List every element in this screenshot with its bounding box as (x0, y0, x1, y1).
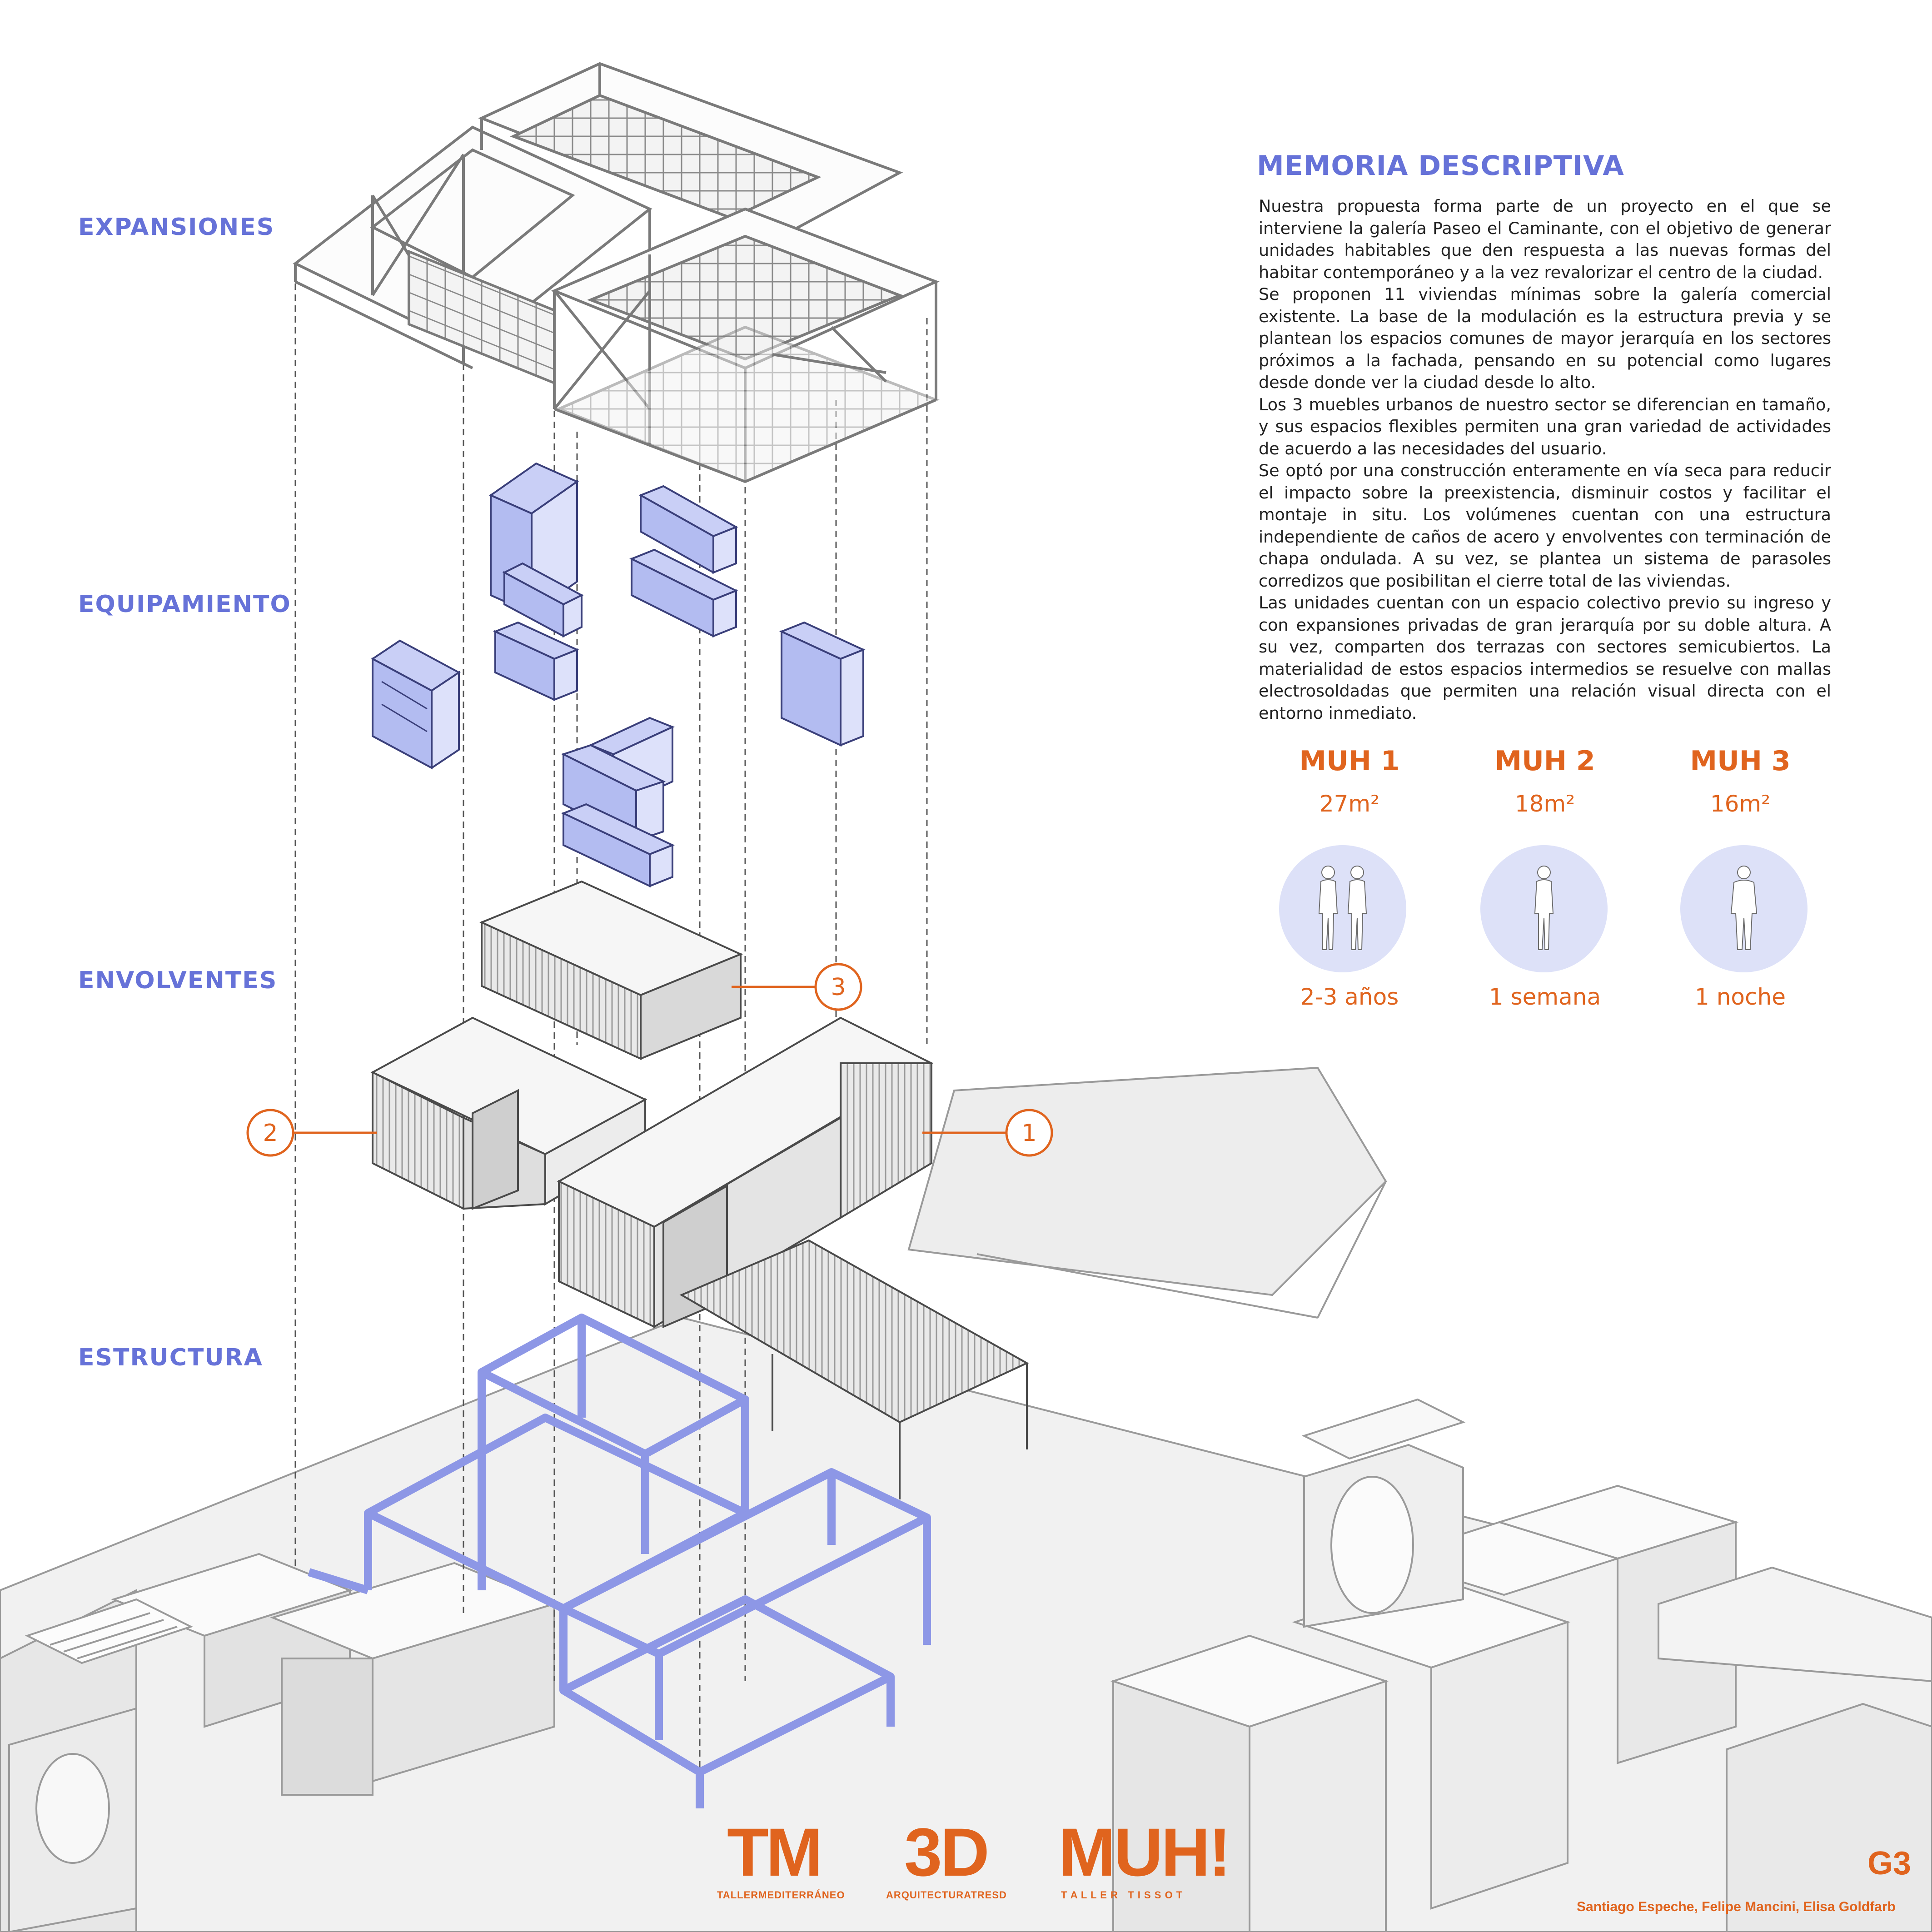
memoria-body: Nuestra propuesta forma parte de un proy… (1259, 195, 1831, 724)
two-persons-icon (1318, 866, 1367, 950)
unit-duration: 2-3 años (1300, 984, 1399, 1010)
credits: Santiago Espeche, Felipe Mancini, Elisa … (1577, 1899, 1896, 1914)
memoria-title: MEMORIA DESCRIPTIVA (1257, 150, 1624, 182)
logo-3d-subtitle: ARQUITECTURATRESD (886, 1889, 1007, 1901)
unit-title: MUH 3 (1690, 745, 1791, 777)
unit-people-circle (1279, 845, 1406, 972)
callout-1-number: 1 (1021, 1120, 1036, 1147)
unit-title: MUH 1 (1299, 745, 1400, 777)
logo-tm: TM (727, 1814, 823, 1890)
label-equipamiento: EQUIPAMIENTO (78, 591, 291, 618)
existing-gallery-building (0, 1066, 1932, 1932)
callout-3: 3 (732, 963, 862, 1011)
label-expansiones: EXPANSIONES (78, 214, 275, 241)
callout-3-number: 3 (831, 974, 846, 1001)
memoria-paragraph: Las unidades cuentan con un espacio cole… (1259, 593, 1831, 723)
label-envolventes: ENVOLVENTES (78, 967, 278, 994)
logo-muh: MUH! (1059, 1814, 1231, 1890)
logo-muh-subtitle: T A L L E R T I S S O T (1061, 1889, 1183, 1901)
person-icon (1534, 866, 1554, 950)
memoria-paragraph: Los 3 muebles urbanos de nuestro sector … (1259, 394, 1831, 458)
label-estructura: ESTRUCTURA (78, 1344, 263, 1371)
unit-area: 16m² (1710, 791, 1771, 817)
unit-duration: 1 semana (1489, 984, 1601, 1010)
unit-people-circle (1680, 845, 1808, 972)
callout-2-number: 2 (263, 1120, 278, 1147)
equipamiento-furniture (371, 462, 866, 888)
unit-duration: 1 noche (1695, 984, 1786, 1010)
unit-people-circle (1480, 845, 1608, 972)
callout-1: 1 (922, 1109, 1053, 1157)
logo-tm-subtitle: TALLERMEDITERRÁNEO (717, 1889, 845, 1901)
person-icon (1730, 866, 1758, 950)
envolventes-volumes (370, 880, 1029, 1499)
unit-area: 27m² (1319, 791, 1380, 817)
expansiones-frame (293, 62, 940, 483)
memoria-paragraph: Se optó por una construcción enteramente… (1259, 461, 1831, 591)
estructura-frame (308, 1314, 931, 1808)
logo-3d: 3D (904, 1814, 990, 1890)
memoria-paragraph: Se proponen 11 viviendas mínimas sobre l… (1259, 284, 1831, 392)
unit-title: MUH 2 (1494, 745, 1595, 777)
unit-area: 18m² (1514, 791, 1575, 817)
callout-2: 2 (246, 1109, 377, 1157)
memoria-paragraph: Nuestra propuesta forma parte de un proy… (1259, 196, 1831, 282)
group-label: G3 (1867, 1845, 1912, 1882)
